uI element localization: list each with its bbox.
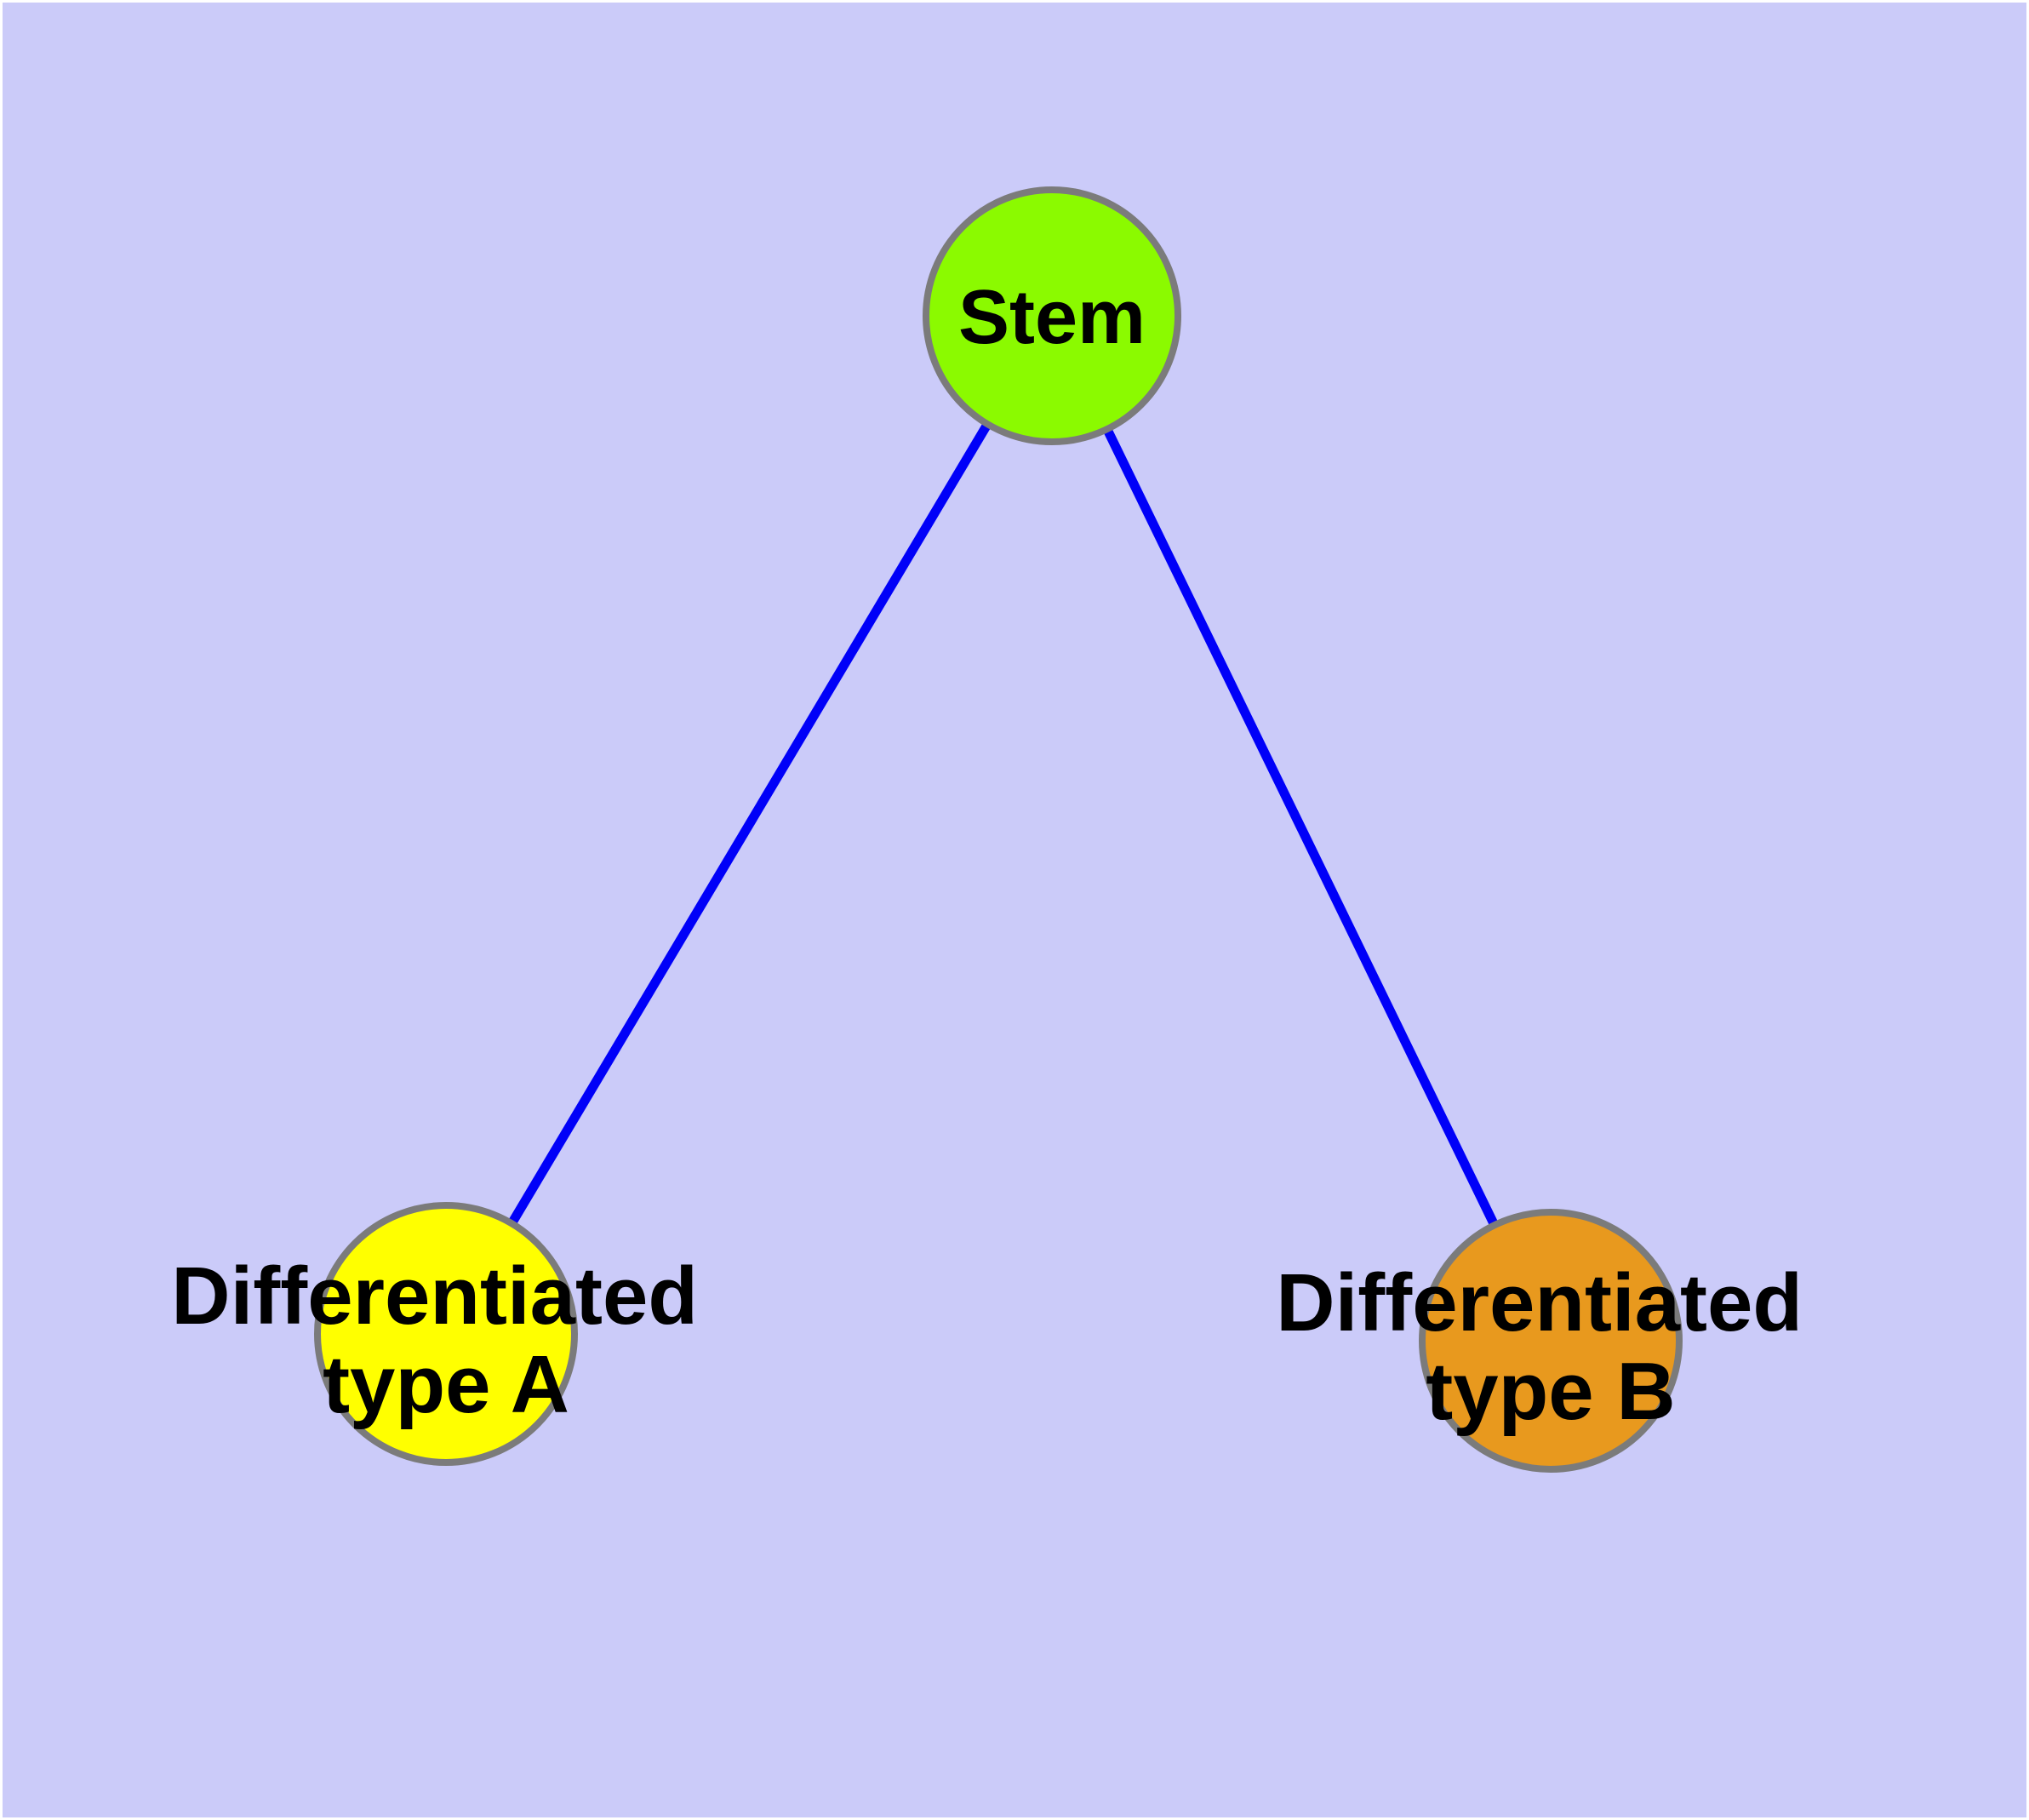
node-label-type-b-line-2: type B [1426,1346,1675,1437]
edge-stem-to-type-b [1048,313,1555,1343]
node-label-differentiated-type-b: Differentiated type B [1276,1257,1825,1437]
edge-stem-to-type-a [442,313,1056,1336]
node-label-type-a-line-2: type A [323,1339,569,1430]
node-label-stem: Stem [958,275,1146,360]
node-differentiated-type-b[interactable] [1419,1209,1683,1473]
node-label-type-a-line-1: Differentiated [171,1251,698,1342]
node-label-type-b-line-1: Differentiated [1276,1257,1803,1348]
node-label-differentiated-type-a: Differentiated type A [171,1251,720,1430]
node-differentiated-type-a[interactable] [314,1202,578,1466]
node-stem[interactable] [923,186,1181,445]
